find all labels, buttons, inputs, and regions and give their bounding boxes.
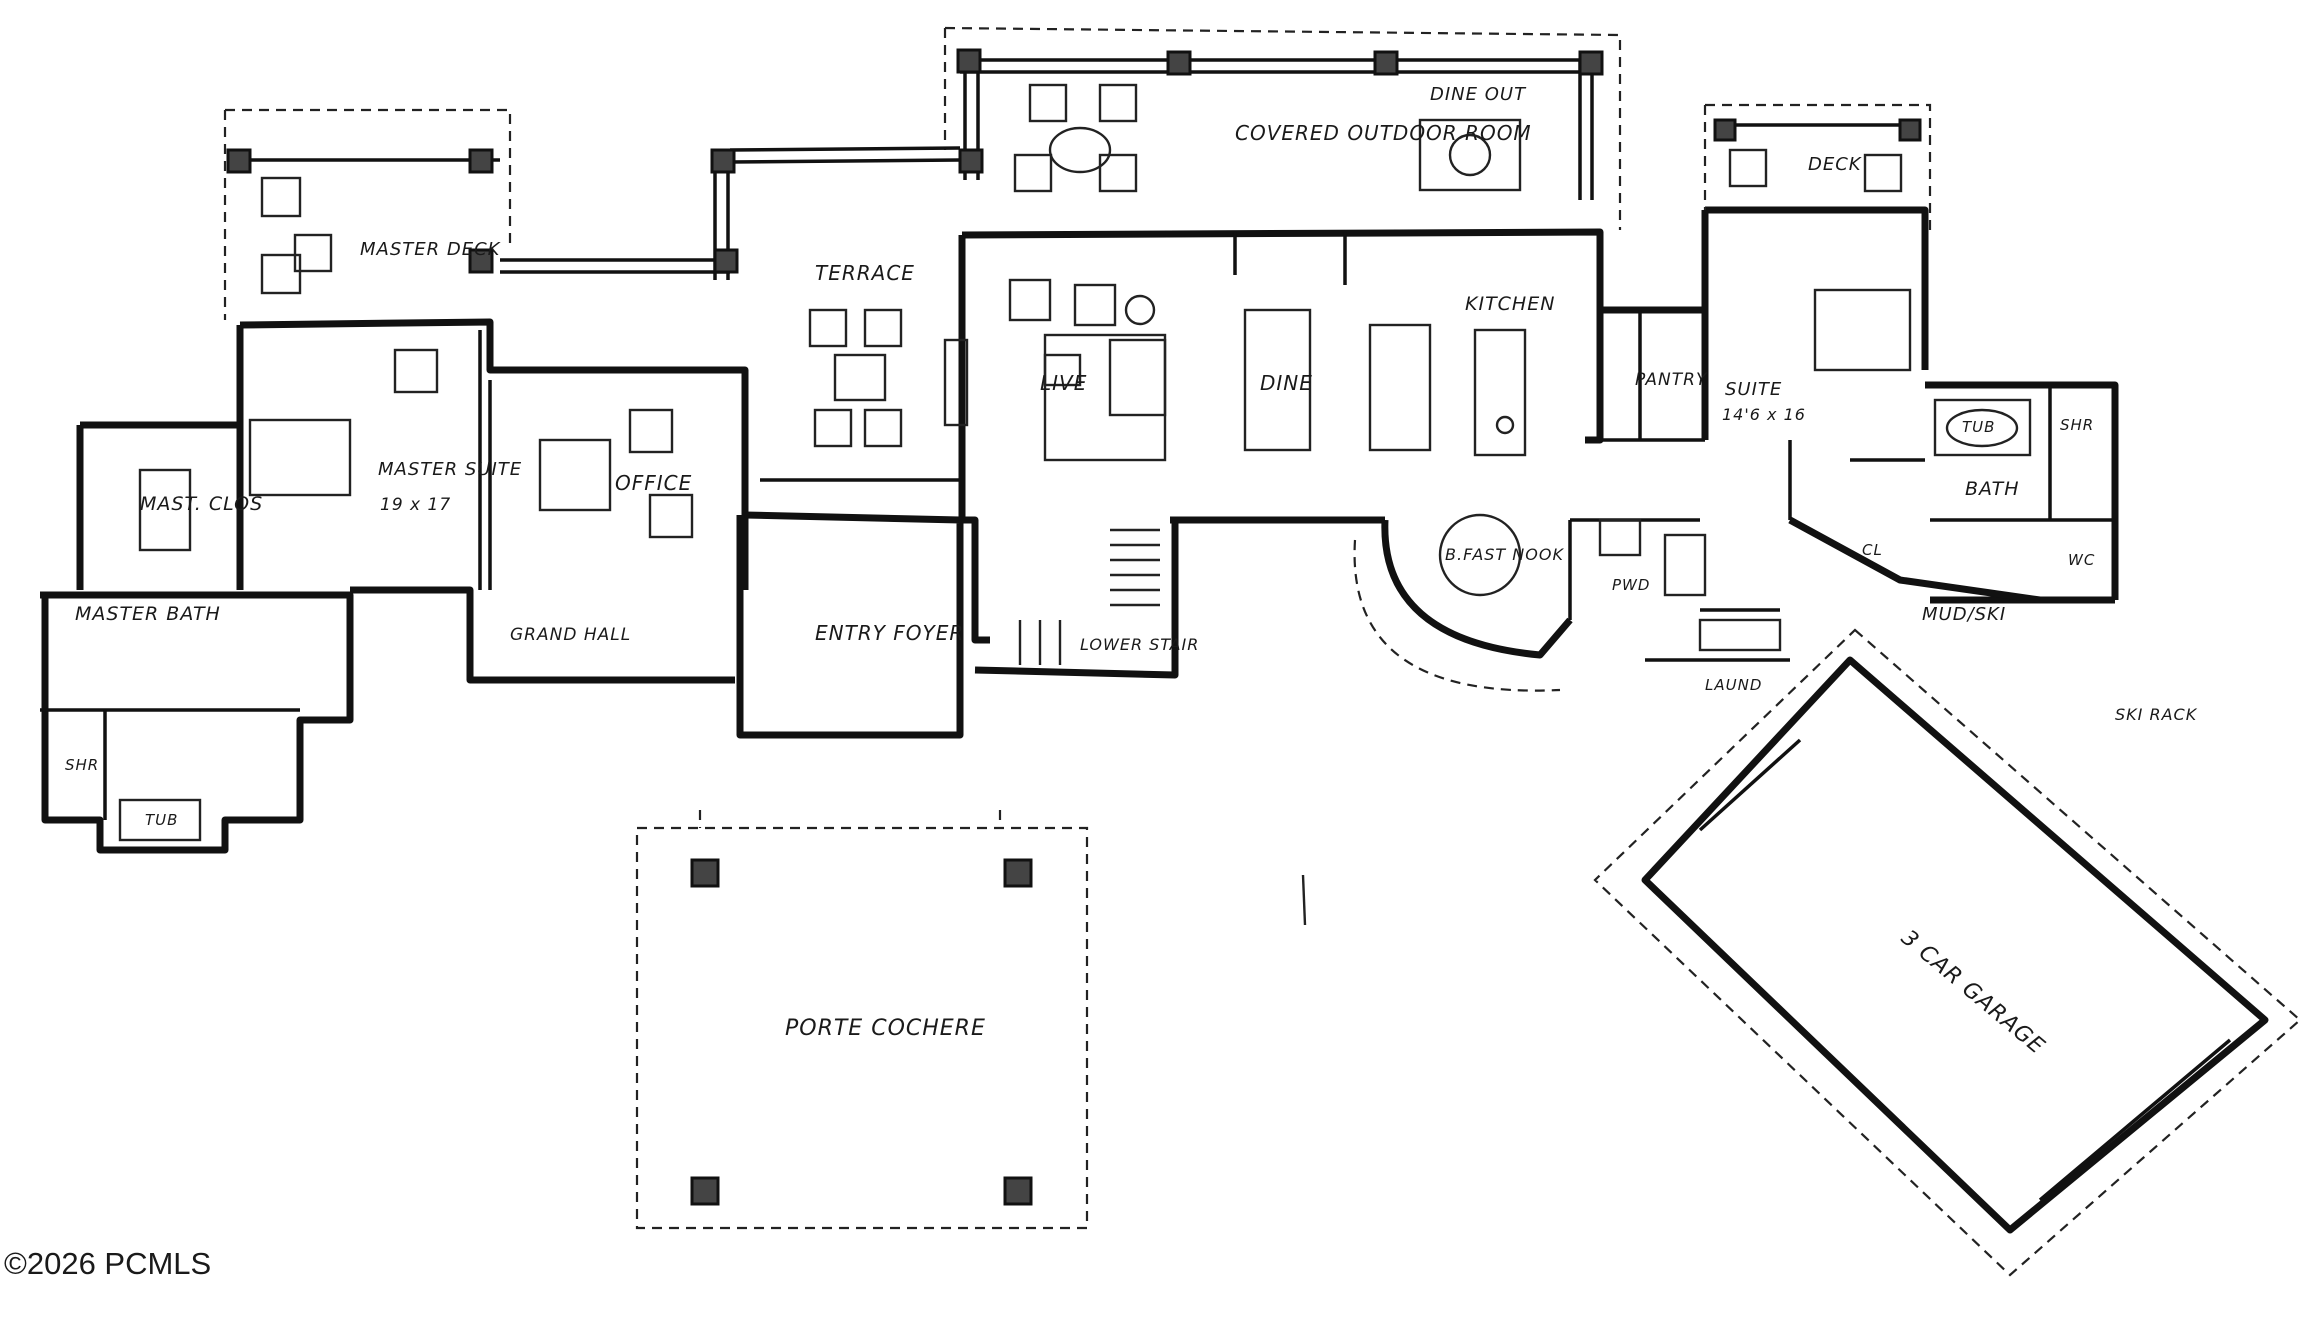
master-deck-label: MASTER DECK bbox=[360, 239, 501, 260]
kitchen-label: KITCHEN bbox=[1465, 293, 1555, 315]
suite-dimensions: 14'6 x 16 bbox=[1722, 405, 1806, 424]
tub-label: TUB bbox=[1962, 418, 1995, 436]
master-shower-label: SHR bbox=[65, 756, 99, 774]
garage-label: 3 CAR GARAGE bbox=[1896, 925, 2049, 1059]
closet-label: CL bbox=[1862, 541, 1883, 559]
master-bath-label: MASTER BATH bbox=[75, 603, 221, 625]
copyright-watermark: ©2026 PCMLS bbox=[4, 1246, 212, 1281]
wc-label: WC bbox=[2068, 551, 2095, 569]
lower-stair-label: LOWER STAIR bbox=[1080, 635, 1199, 654]
master-suite-label: MASTER SUITE bbox=[378, 459, 522, 480]
laundry-label: LAUND bbox=[1705, 676, 1762, 694]
ski-rack-label: SKI RACK bbox=[2115, 705, 2198, 724]
pantry-label: PANTRY bbox=[1635, 370, 1708, 390]
terrace: TERRACE bbox=[710, 146, 961, 482]
breakfast-nook: B.FAST NOOK bbox=[1353, 513, 1573, 692]
porte-cochere: PORTE COCHERE bbox=[635, 810, 1089, 1230]
master-closet-label: MAST. CLOS bbox=[140, 493, 263, 515]
interior-walls bbox=[40, 232, 2115, 820]
garage: 3 CAR GARAGE bbox=[1593, 628, 2302, 1277]
mud-ski-label: MUD/SKI bbox=[1922, 604, 2006, 625]
master-suite-dimensions: 19 x 17 bbox=[380, 495, 451, 515]
master-tub-label: TUB bbox=[145, 811, 178, 829]
great-room-furniture bbox=[943, 278, 1527, 462]
bath-label: BATH bbox=[1965, 478, 2020, 500]
live-label: LIVE bbox=[1040, 371, 1087, 395]
right-wing: SUITE 14'6 x 16 TUB SHR BATH PWD LAUND M… bbox=[1598, 288, 2198, 724]
entry-foyer-label: ENTRY FOYER bbox=[815, 621, 964, 645]
deck-label: DECK bbox=[1808, 154, 1862, 175]
master-suite-furniture: MAST. CLOS MASTER SUITE 19 x 17 OFFICE M… bbox=[65, 348, 694, 842]
suite-label: SUITE bbox=[1725, 379, 1782, 400]
terrace-label: TERRACE bbox=[815, 261, 915, 285]
powder-label: PWD bbox=[1612, 576, 1650, 594]
exterior-walls bbox=[40, 206, 2119, 854]
porte-cochere-label: PORTE COCHERE bbox=[785, 1016, 986, 1041]
dine-out-label: DINE OUT bbox=[1430, 84, 1527, 105]
covered-outdoor-room-label: COVERED OUTDOOR ROOM bbox=[1235, 121, 1532, 145]
covered-outdoor-room: COVERED OUTDOOR ROOM DINE OUT bbox=[943, 26, 1622, 230]
grand-hall-label: GRAND HALL bbox=[510, 625, 631, 645]
deck-right: DECK bbox=[1703, 103, 1932, 230]
center-labels: KITCHEN LIVE DINE ENTRY FOYER LOWER STAI… bbox=[815, 293, 1708, 654]
stair bbox=[1018, 528, 1160, 665]
shower-label: SHR bbox=[2060, 416, 2094, 434]
office-label: OFFICE bbox=[615, 471, 692, 495]
north-arrow bbox=[1301, 874, 1307, 926]
breakfast-nook-label: B.FAST NOOK bbox=[1445, 545, 1564, 564]
master-deck: MASTER DECK bbox=[223, 108, 739, 320]
dine-label: DINE bbox=[1260, 371, 1313, 395]
